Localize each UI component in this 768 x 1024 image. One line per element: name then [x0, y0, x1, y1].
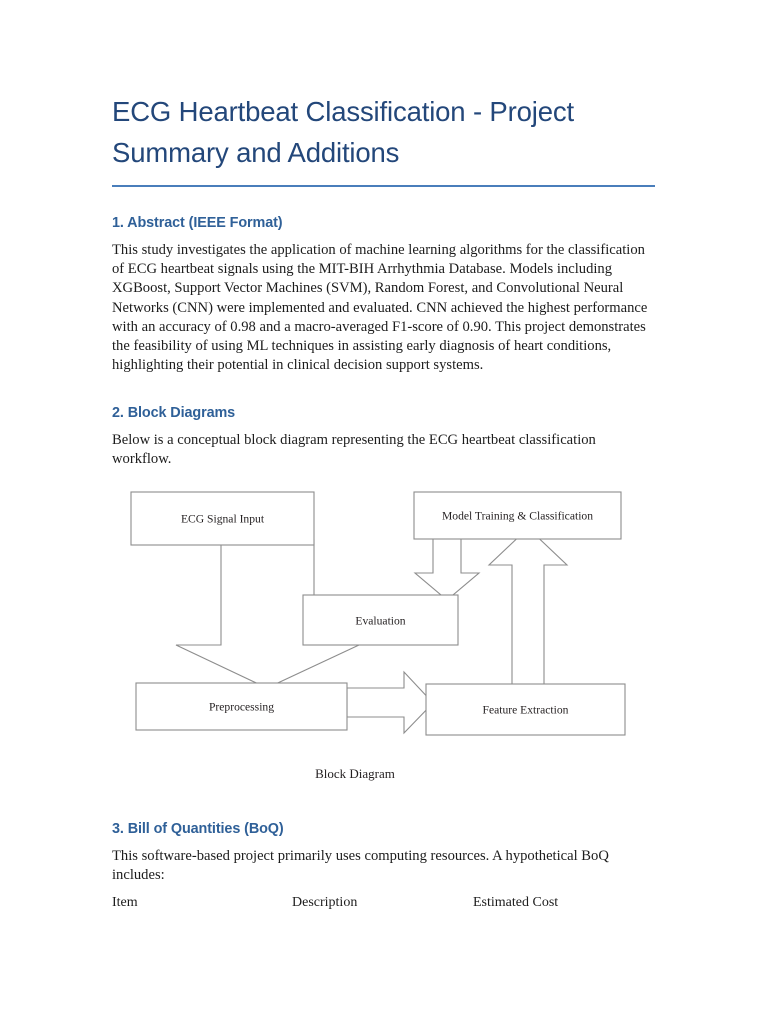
abstract-paragraph: This study investigates the application … — [112, 242, 648, 374]
document-header: ECG Heartbeat Classification - Project S… — [112, 0, 657, 187]
arrow-feature-to-model — [487, 527, 569, 693]
node-label-input: ECG Signal Input — [181, 513, 265, 526]
arrow-preprocessing-to-feature — [346, 670, 434, 735]
node-feature-extraction — [425, 683, 626, 736]
arrow-model-to-evaluation — [413, 538, 481, 601]
block-diagrams-paragraph: Below is a conceptual block diagram repr… — [112, 432, 596, 468]
page-title: ECG Heartbeat Classification - Project S… — [112, 96, 574, 168]
column-header-description: Description — [292, 895, 358, 910]
heading-boq: 3. Bill of Quantities (BoQ) — [112, 821, 284, 837]
table-header-row: Item Description Estimated Cost — [112, 895, 657, 911]
arrow-input-to-preprocessing — [175, 539, 360, 689]
node-label-evaluation: Evaluation — [355, 615, 405, 628]
boq-paragraph: This software-based project primarily us… — [112, 848, 609, 884]
node-model-training — [413, 491, 622, 540]
column-header-estimated-cost: Estimated Cost — [473, 895, 559, 910]
node-label-model: Model Training & Classification — [442, 510, 593, 523]
node-label-preprocessing: Preprocessing — [209, 701, 274, 714]
heading-block-diagrams: 2. Block Diagrams — [112, 405, 236, 421]
node-preprocessing — [135, 682, 348, 731]
node-ecg-signal-input — [130, 491, 315, 546]
block-diagram-svg: ECG Signal Input Model Training & Classi… — [130, 491, 626, 736]
boq-table: Item Description Estimated Cost — [112, 895, 657, 911]
node-label-feature-extraction: Feature Extraction — [483, 704, 569, 717]
node-evaluation — [302, 594, 459, 646]
block-diagram-figure: ECG Signal Input Model Training & Classi… — [0, 480, 768, 800]
column-header-item: Item — [112, 895, 138, 910]
figure-caption: Block Diagram — [315, 766, 395, 781]
title-divider — [112, 185, 655, 187]
heading-abstract: 1. Abstract (IEEE Format) — [112, 215, 283, 231]
